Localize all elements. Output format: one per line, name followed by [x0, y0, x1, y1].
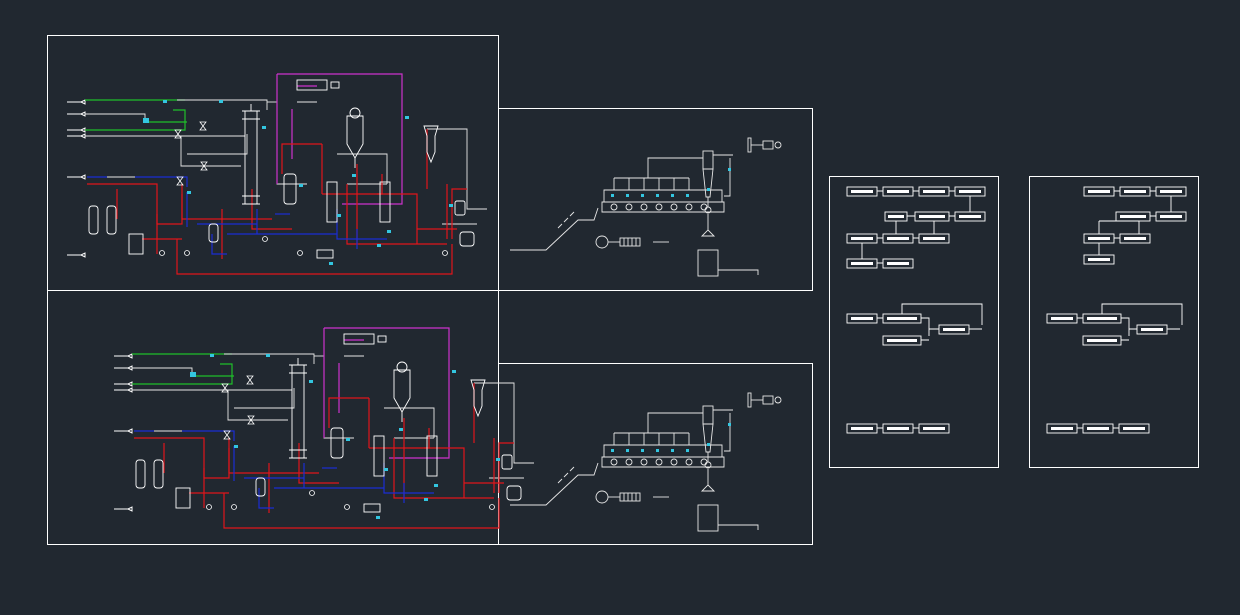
drying-pfd-top: [509, 137, 782, 277]
evaporation-pfd-top: [66, 73, 488, 275]
block-diagram-1: [846, 186, 986, 434]
sheet-frame-block-1[interactable]: [829, 176, 999, 468]
block-diagram-2: [1046, 186, 1187, 434]
sheet-frame-drying-1[interactable]: [498, 108, 813, 291]
sheet-frame-evaporation-1[interactable]: [47, 35, 499, 291]
sheet-frames: [47, 35, 1199, 545]
evaporation-pfd-bottom: [113, 327, 535, 529]
sheet-frame-evaporation-2[interactable]: [47, 290, 499, 545]
sheet-frame-drying-2[interactable]: [498, 363, 813, 545]
sheet-frame-block-2[interactable]: [1029, 176, 1199, 468]
drying-pfd-bottom: [509, 392, 782, 532]
